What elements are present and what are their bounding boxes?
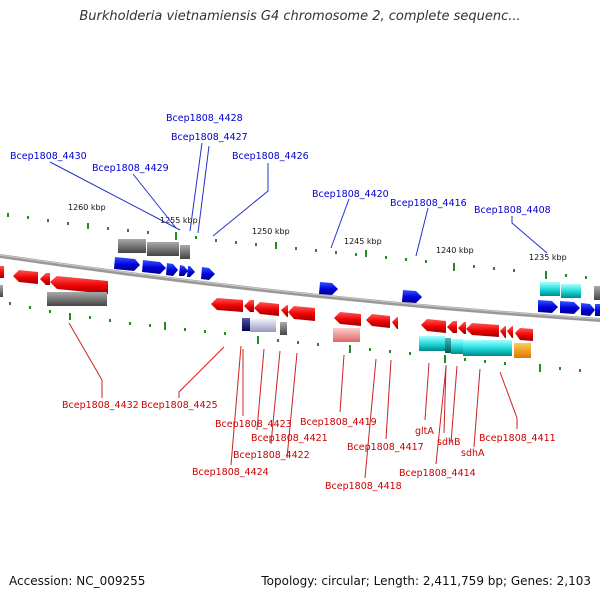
gene-label-minus[interactable]: Bcep1808_4422 — [233, 450, 310, 461]
gene-feature-plus-cyan[interactable] — [540, 282, 560, 296]
cds-arrow-minus[interactable] — [211, 298, 243, 312]
cds-arrow-plus[interactable] — [402, 290, 422, 303]
gene-label-minus[interactable]: Bcep1808_4425 — [141, 400, 218, 411]
gene-feature-minus-gray[interactable] — [0, 285, 3, 297]
cds-arrow-plus[interactable] — [560, 301, 580, 314]
gene-label-minus[interactable]: Bcep1808_4417 — [347, 442, 424, 453]
gene-feature-minus-cyan[interactable] — [463, 340, 512, 356]
cds-arrow-minus[interactable] — [507, 326, 513, 338]
gene-label-minus[interactable]: Bcep1808_4418 — [325, 481, 402, 492]
gene-feature-minus-gray[interactable] — [280, 322, 287, 335]
gene-label-minus[interactable]: Bcep1808_4424 — [192, 467, 269, 478]
plus-label-leaders — [49, 142, 548, 257]
cds-arrow-minus[interactable] — [458, 322, 466, 334]
cds-arrow-plus[interactable] — [319, 282, 338, 295]
cds-arrow-plus[interactable] — [166, 263, 178, 276]
cds-arrow-minus[interactable] — [13, 270, 38, 284]
cds-arrow-minus[interactable] — [334, 312, 361, 326]
cds-plus[interactable] — [595, 304, 600, 316]
cds-arrow-plus[interactable] — [142, 260, 166, 274]
ruler-label: 1245 kbp — [344, 237, 382, 246]
cds-arrow-plus[interactable] — [201, 267, 215, 280]
gene-label-plus[interactable]: Bcep1808_4408 — [474, 205, 551, 216]
gene-feature-minus-orange[interactable] — [514, 343, 531, 358]
gene-feature-plus-gray[interactable] — [180, 245, 190, 259]
gene-label-plus[interactable]: Bcep1808_4430 — [10, 151, 87, 162]
ruler-minus — [9, 302, 581, 372]
cds-arrow-minus[interactable] — [500, 326, 506, 338]
gene-label-plus[interactable]: Bcep1808_4420 — [312, 189, 389, 200]
cds-arrow-minus[interactable] — [244, 300, 254, 312]
cds-arrow-plus[interactable] — [581, 303, 595, 316]
map-title: Burkholderia vietnamiensis G4 chromosome… — [79, 9, 521, 24]
ruler-label: 1255 kbp — [160, 216, 198, 225]
gene-label-minus[interactable]: gltA — [415, 426, 434, 437]
gene-feature-minus-gray[interactable] — [47, 292, 107, 306]
genome-backbone — [0, 254, 600, 322]
minus-label-leaders — [68, 322, 518, 479]
ruler-label: 1235 kbp — [529, 253, 567, 262]
gene-label-minus[interactable]: sdhA — [461, 448, 485, 459]
cds-arrow-minus[interactable] — [466, 323, 499, 337]
gene-feature-minus-lavender[interactable] — [250, 319, 276, 332]
gene-feature-minus-cyan[interactable] — [419, 336, 445, 351]
cds-arrow-plus[interactable] — [114, 257, 140, 271]
gene-label-minus[interactable]: Bcep1808_4432 — [62, 400, 139, 411]
gene-label-plus[interactable]: Bcep1808_4429 — [92, 163, 169, 174]
gene-label-minus[interactable]: Bcep1808_4411 — [479, 433, 556, 444]
topology-text: Topology: circular; Length: 2,411,759 bp… — [261, 574, 591, 588]
gene-feature-plus-gray[interactable] — [147, 242, 179, 256]
cds-arrow-minus[interactable] — [281, 305, 288, 317]
gene-feature-minus-teal[interactable] — [445, 338, 451, 353]
gene-label-minus[interactable]: Bcep1808_4419 — [300, 417, 377, 428]
gene-feature-minus-navy[interactable] — [242, 318, 250, 331]
cds-arrow-minus[interactable] — [515, 328, 533, 341]
gene-feature-plus-gray[interactable] — [594, 286, 600, 300]
cds-arrow-minus[interactable] — [421, 319, 446, 333]
gene-label-minus[interactable]: Bcep1808_4421 — [251, 433, 328, 444]
gene-label-plus[interactable]: Bcep1808_4427 — [171, 132, 248, 143]
cds-arrow-plus[interactable] — [179, 265, 188, 276]
cds-arrow-minus[interactable] — [447, 321, 457, 333]
cds-arrow-minus[interactable] — [288, 306, 315, 321]
gene-label-plus[interactable]: Bcep1808_4426 — [232, 151, 309, 162]
gene-label-plus[interactable]: Bcep1808_4416 — [390, 198, 467, 209]
cds-arrow-minus[interactable] — [50, 276, 108, 294]
gene-feature-minus-pink[interactable] — [333, 328, 360, 342]
accession-text: Accession: NC_009255 — [9, 574, 146, 588]
cds-arrow-plus[interactable] — [187, 266, 195, 277]
cds-arrow-minus[interactable] — [366, 314, 390, 328]
ruler-plus — [7, 213, 587, 279]
gene-label-plus[interactable]: Bcep1808_4428 — [166, 113, 243, 124]
cds-arrow-minus[interactable] — [40, 273, 50, 285]
cds-arrow-minus[interactable] — [392, 317, 398, 329]
ruler-label: 1240 kbp — [436, 246, 474, 255]
cds-arrow-minus[interactable] — [254, 302, 279, 316]
gene-label-minus[interactable]: Bcep1808_4423 — [215, 419, 292, 430]
gene-feature-minus-cyan[interactable] — [451, 339, 463, 354]
gene-feature-plus-gray[interactable] — [118, 239, 146, 253]
gene-label-minus[interactable]: sdhB — [437, 437, 461, 448]
cds-arrow-plus[interactable] — [538, 300, 558, 313]
gene-label-minus[interactable]: Bcep1808_4414 — [399, 468, 476, 479]
ruler-label: 1260 kbp — [68, 203, 106, 212]
cds-arrow-minus[interactable] — [0, 266, 4, 278]
ruler-label: 1250 kbp — [252, 227, 290, 236]
gene-feature-plus-cyan[interactable] — [561, 284, 581, 298]
